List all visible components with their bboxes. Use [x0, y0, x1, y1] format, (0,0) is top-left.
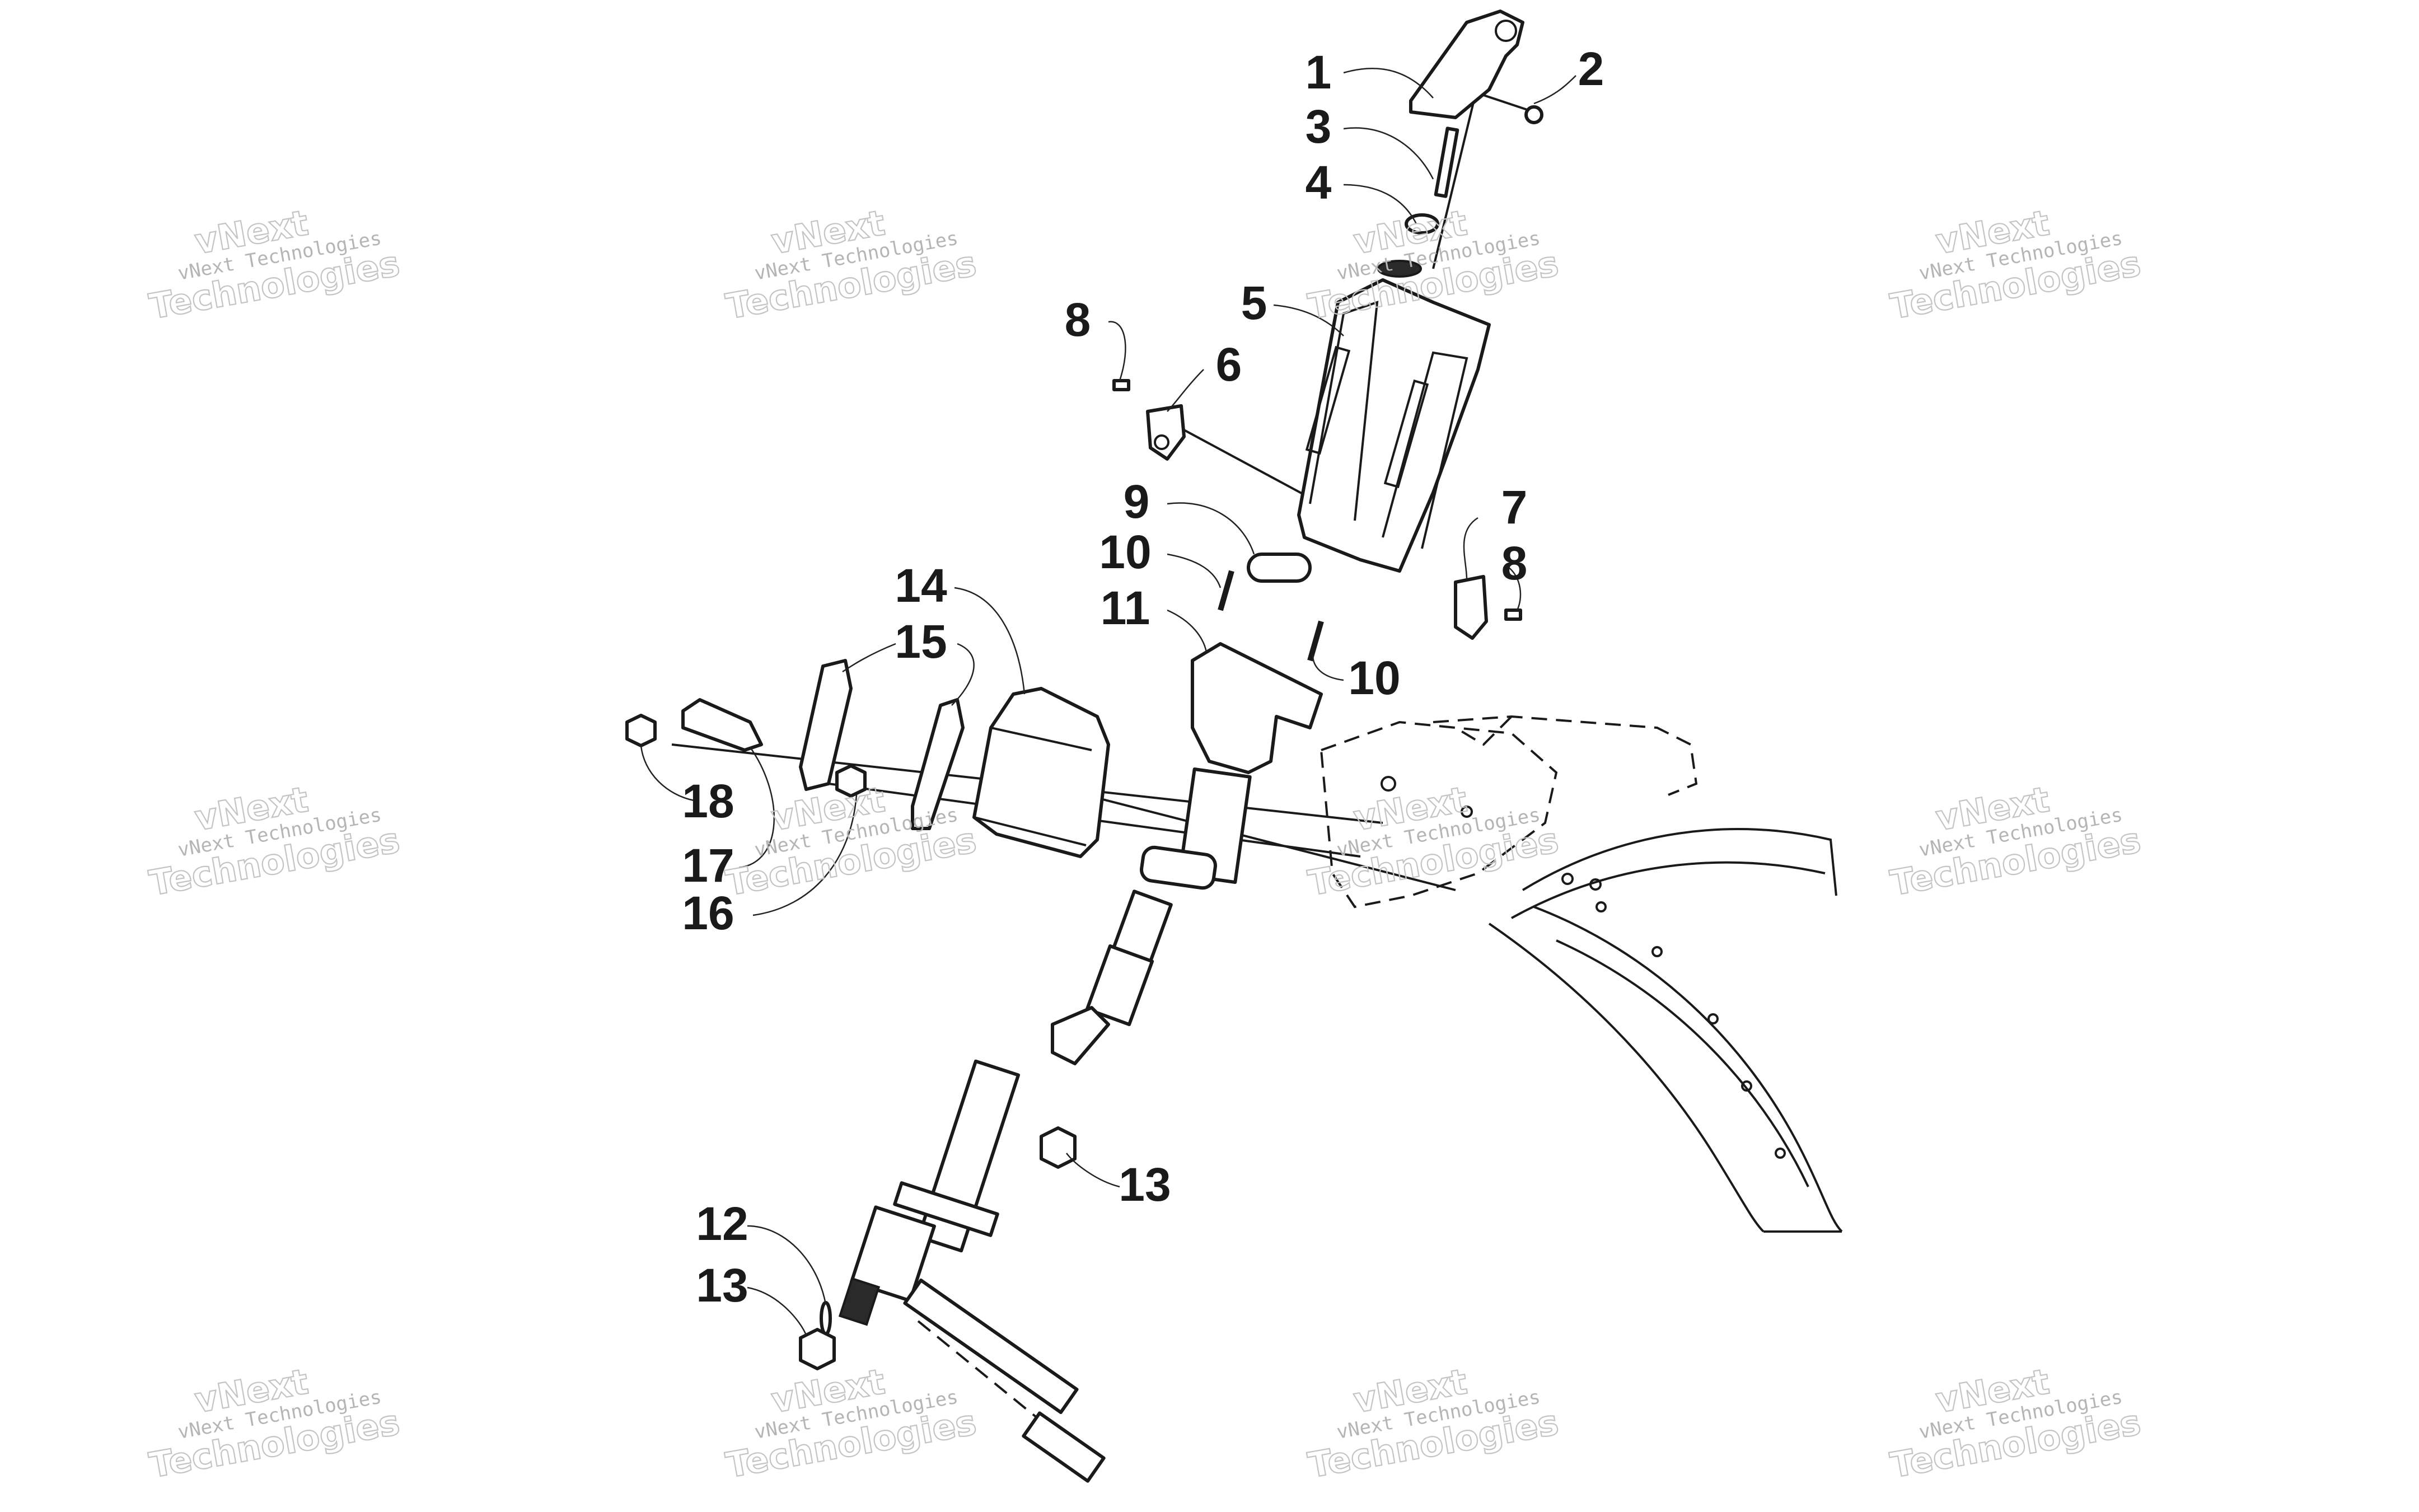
- callout-6: 6: [1216, 338, 1242, 391]
- callout-8-right: 8: [1501, 537, 1528, 589]
- part-2-nut: [1483, 94, 1543, 124]
- callout-12: 12: [696, 1197, 748, 1250]
- part-9-pivot-tube: [1247, 553, 1312, 583]
- part-16-bolt: [835, 764, 867, 798]
- part-15-plate-left: [799, 659, 853, 791]
- callout-17: 17: [682, 839, 734, 892]
- part-11-steering-post: [1051, 642, 1323, 1065]
- part-12-washer: [820, 1301, 832, 1336]
- callout-16: 16: [682, 887, 734, 939]
- part-13-nut-upper: [1040, 1126, 1077, 1169]
- callout-15: 15: [895, 615, 947, 668]
- callout-2: 2: [1578, 43, 1604, 95]
- part-7-clip: [1454, 575, 1488, 640]
- callout-4: 4: [1306, 156, 1332, 209]
- part-8-screw-right: [1504, 608, 1522, 621]
- callout-14: 14: [895, 559, 947, 612]
- leader-lines: [640, 68, 1576, 1336]
- callout-13-lower: 13: [696, 1259, 748, 1312]
- part-13-nut-lower: [799, 1328, 836, 1370]
- callout-5: 5: [1241, 277, 1267, 329]
- part-10-pin-left: [1218, 570, 1234, 611]
- lower-column: [838, 1059, 1106, 1483]
- part-1-knob: [1409, 10, 1524, 119]
- callout-10-upper: 10: [1099, 526, 1151, 578]
- part-17-clamp: [681, 698, 763, 752]
- callout-8-left: 8: [1065, 293, 1091, 346]
- callout-11: 11: [1101, 582, 1150, 634]
- callout-10-lower: 10: [1348, 652, 1400, 704]
- part-8-screw-left: [1112, 379, 1130, 391]
- part-6-clip: [1146, 404, 1186, 461]
- callout-7: 7: [1501, 481, 1528, 533]
- callout-9: 9: [1124, 475, 1150, 528]
- callout-13-upper: 13: [1119, 1158, 1171, 1211]
- part-14-cover: [972, 687, 1110, 858]
- callout-1: 1: [1306, 46, 1332, 99]
- chassis-frame: [1320, 715, 1843, 1233]
- part-5-bracket: [1297, 278, 1491, 573]
- part-18-bolt: [625, 714, 657, 747]
- callout-18: 18: [682, 775, 734, 827]
- callout-3: 3: [1306, 100, 1332, 153]
- part-10-pin-right: [1307, 620, 1324, 662]
- callouts: 1 2 3 4 5 6 7 8 8 9 10 10 11 12 13 13 14…: [682, 43, 1604, 1312]
- part-3-screw: [1434, 127, 1459, 198]
